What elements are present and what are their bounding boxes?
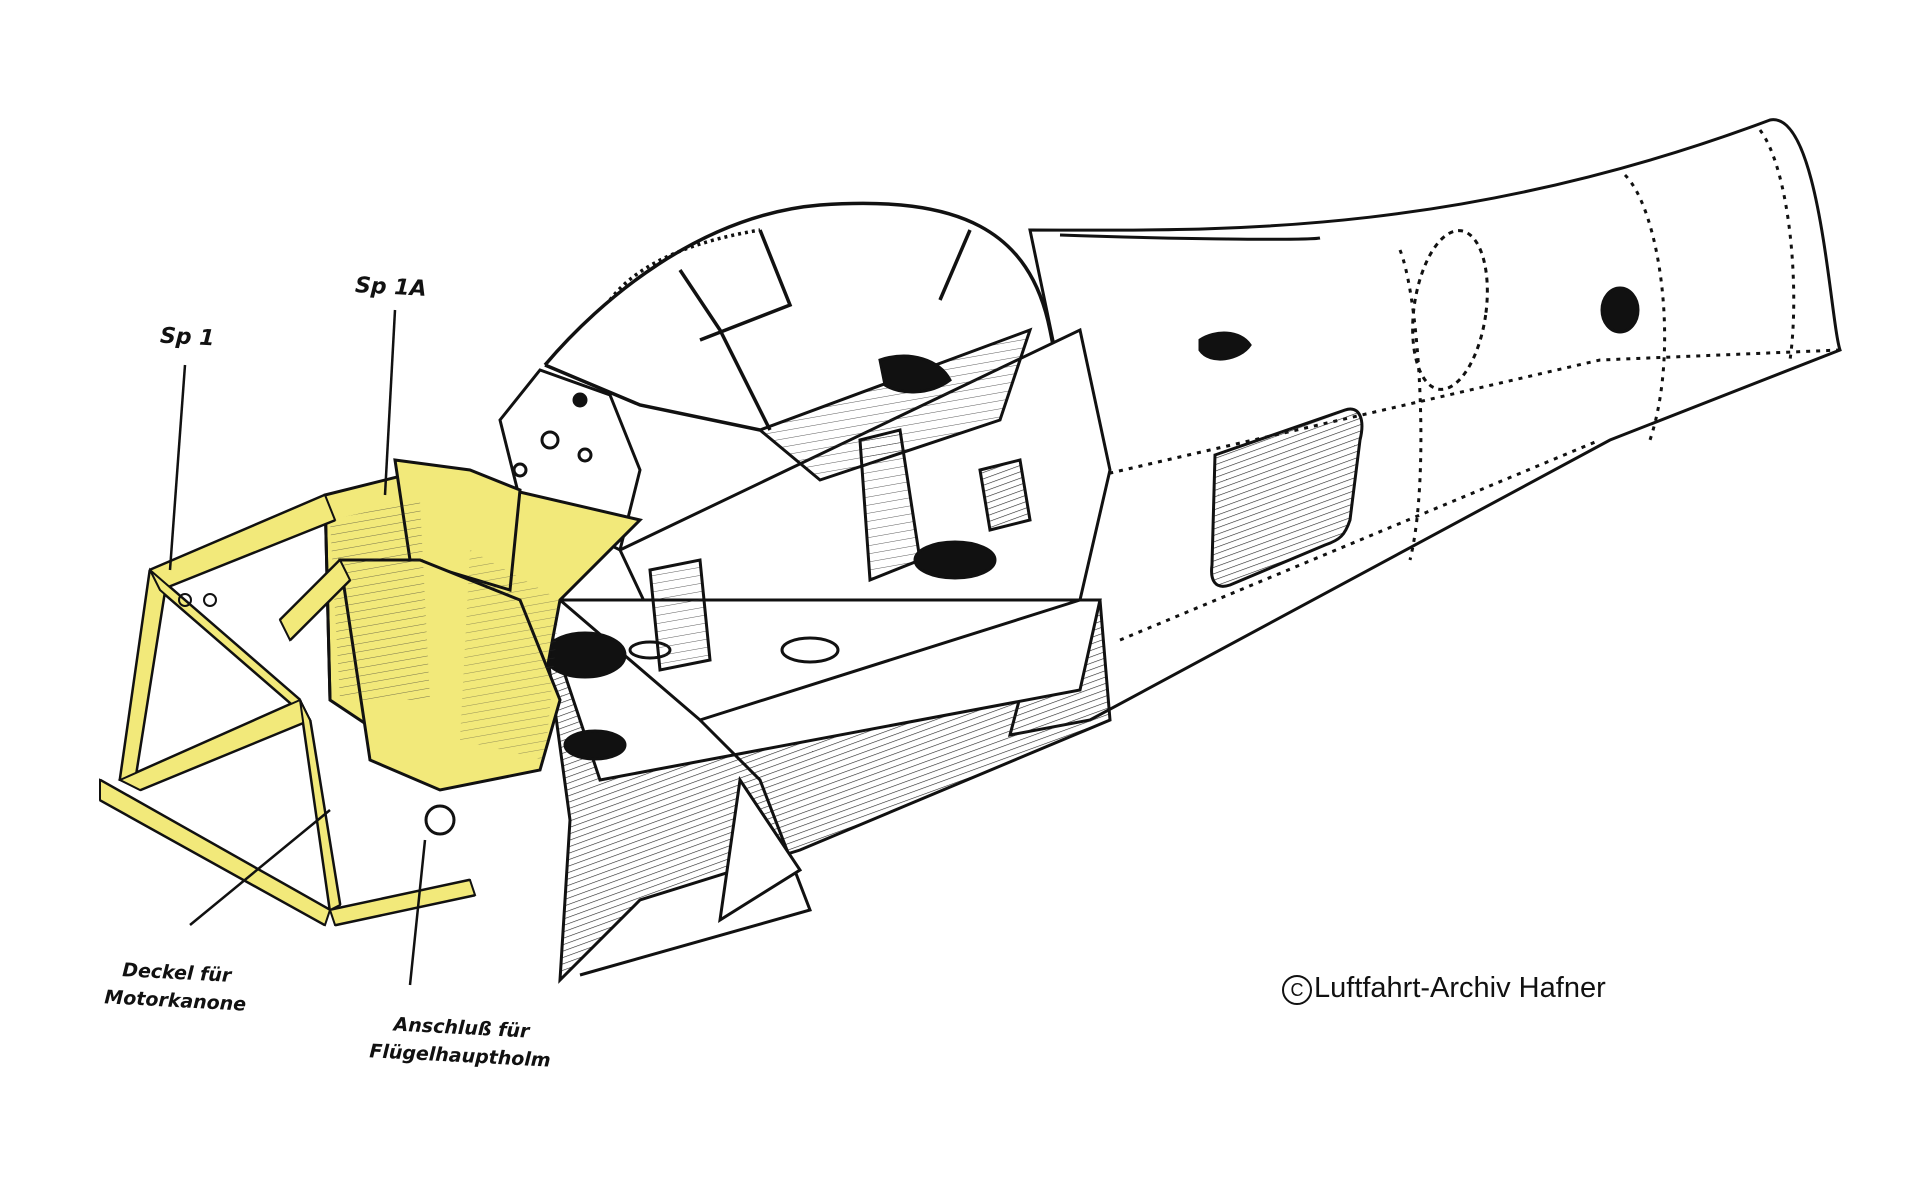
leader-line-sp1 xyxy=(168,364,187,571)
label-sp1: Sp 1 xyxy=(159,323,216,352)
copyright-symbol: C xyxy=(1282,975,1312,1005)
fuselage-hatch-opening xyxy=(1210,407,1364,588)
rear-fuselage xyxy=(1007,118,1842,737)
leader-line-sp1a xyxy=(383,309,397,496)
rear-oval-openings xyxy=(1198,229,1640,391)
forward-fuselage-box xyxy=(537,558,1112,984)
highlighted-spar-frame xyxy=(99,458,643,927)
leader-lines xyxy=(168,309,427,986)
label-anschluss-fuer-fluegelhauptholm: Anschluß für Flügelhauptholm xyxy=(368,1013,552,1072)
label-sp1a: Sp 1A xyxy=(354,273,428,302)
leader-line-deckel xyxy=(189,809,331,926)
label-deckel-fuer-motorkanone: Deckel für Motorkanone xyxy=(103,959,247,1016)
copyright-text: Luftfahrt-Archiv Hafner xyxy=(1314,972,1606,1004)
leader-line-anschluss xyxy=(408,839,427,986)
